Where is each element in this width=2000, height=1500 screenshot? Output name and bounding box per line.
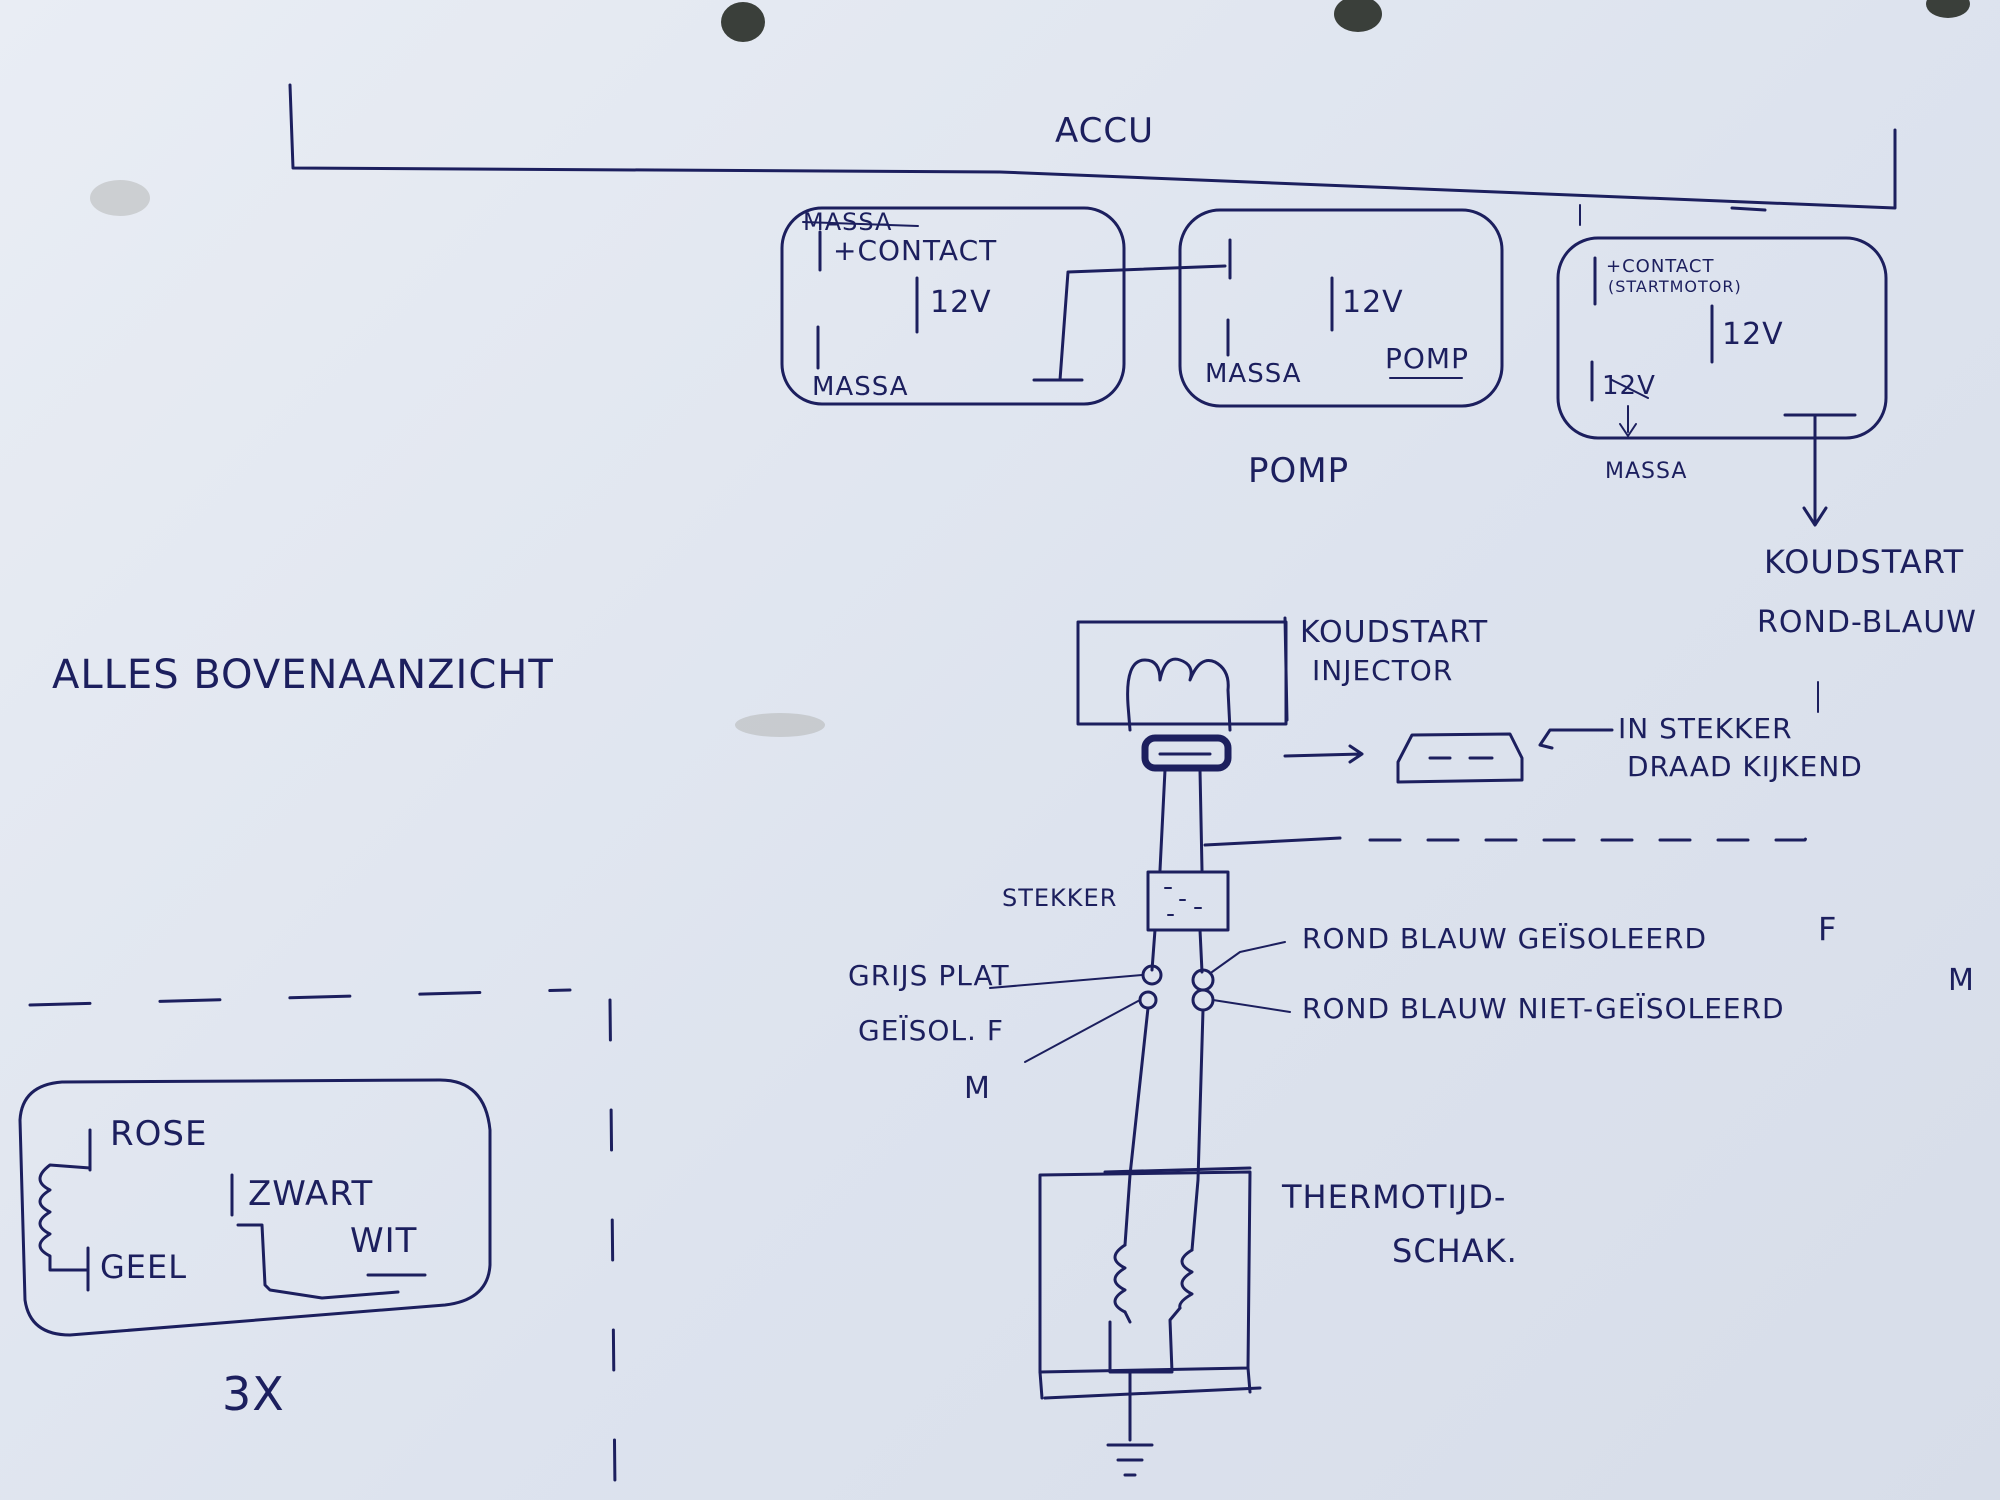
connector-blauw-m	[1191, 988, 1215, 1012]
rond-blauw-m-label: M	[1948, 963, 1975, 998]
relay-contact: MASSA +CONTACT 12V MASSA	[780, 206, 1227, 406]
pomp-caption: POMP	[1248, 451, 1349, 491]
geisol-f-label: GEÏSOL. F	[858, 1014, 1004, 1047]
injector-coil	[1126, 657, 1232, 732]
rond-blauw-right-label: ROND-BLAUW	[1757, 605, 1977, 640]
punch-hole-3	[1926, 0, 1970, 18]
stekker-box	[1146, 870, 1230, 932]
relay1-top-label: +CONTACT	[833, 234, 997, 267]
thermo-box-legs	[1038, 1366, 1252, 1400]
geisol-leader	[1024, 999, 1141, 1063]
grijs-plat-leader	[989, 974, 1143, 989]
relay3-massa-arrow	[1611, 379, 1649, 437]
left-dashed-divider	[28, 988, 572, 1007]
accu-bus-tick	[1730, 206, 1767, 212]
thermo-box-top	[1103, 1166, 1252, 1174]
strike-through	[802, 221, 919, 227]
accu-label: ACCU	[1055, 111, 1154, 151]
plug-detail-shape	[1396, 732, 1524, 784]
thermotijd-label-2: SCHAK.	[1392, 1232, 1518, 1270]
in-stekker-arrow	[1538, 728, 1614, 750]
dashed-wire-start	[1203, 836, 1342, 847]
rond-blauw-geisoleerd-label: ROND BLAUW GEÏSOLEERD	[1302, 922, 1707, 955]
relay3-coil-label: 12V	[1722, 317, 1784, 352]
relay-detail-box	[18, 1078, 492, 1337]
relay-detail-3x: ROSE GEEL ZWART WIT	[18, 1078, 492, 1337]
koudstart-right-label: KOUDSTART	[1764, 543, 1964, 581]
thermo-coil-right	[1178, 1248, 1194, 1310]
injector-box-edge	[1283, 616, 1289, 722]
relay-contact-box	[780, 206, 1126, 406]
injector-plug	[1141, 734, 1232, 772]
accu-bus-line	[288, 83, 1897, 210]
in-stekker-label-1: IN STEKKER	[1618, 712, 1793, 745]
grijs-plat-label: GRIJS PLAT	[848, 959, 1010, 992]
relay3-left-label: 12V	[1602, 371, 1656, 401]
thermo-wires	[1123, 1006, 1205, 1252]
in-stekker-label-2: DRAAD KIJKEND	[1627, 750, 1863, 783]
relay1-bottom-label: MASSA	[812, 372, 909, 402]
ground-symbol-icon	[1106, 1443, 1154, 1477]
dashed-wire	[1368, 816, 1817, 842]
relay-pomp: 12V MASSA POMP	[1178, 208, 1504, 408]
geel-label: GEEL	[100, 1248, 187, 1286]
rond-blauw-niet-label: ROND BLAUW NIET-GEÏSOLEERD	[1302, 992, 1785, 1025]
zwart-label: ZWART	[248, 1174, 373, 1214]
injector-label-2: INJECTOR	[1312, 654, 1453, 687]
thermo-box	[1038, 1170, 1252, 1374]
stekker-label: STEKKER	[1002, 884, 1117, 912]
alles-bovenaanzicht-label: ALLES BOVENAANZICHT	[52, 652, 554, 698]
plug-detail: IN STEKKER DRAAD KIJKEND	[1283, 712, 1863, 784]
relay3-top-label-2: (STARTMOTOR)	[1608, 277, 1742, 296]
rond-blauw-f-label: F	[1818, 910, 1837, 948]
vertical-dashed-divider	[608, 998, 617, 1492]
smudge-1	[90, 180, 150, 216]
thermotijd-schakelaar: THERMOTIJD- SCHAK.	[1038, 1166, 1518, 1477]
rose-label: ROSE	[110, 1114, 207, 1154]
punch-hole-1	[721, 2, 765, 42]
thermo-coil-left	[1113, 1243, 1127, 1314]
koudstart-injector: KOUDSTART INJECTOR	[1076, 615, 1488, 772]
relay2-bottom-label: MASSA	[1205, 359, 1302, 389]
smudge-2	[735, 713, 825, 737]
relay3-top-label-1: +CONTACT	[1606, 256, 1714, 277]
injector-wires	[1158, 768, 1204, 872]
injector-box	[1076, 620, 1288, 726]
wit-label: WIT	[350, 1221, 417, 1261]
thermo-box-base	[1043, 1386, 1262, 1400]
thermo-contact	[1108, 1306, 1182, 1374]
relay3-massa-label: MASSA	[1605, 459, 1687, 484]
accu-bus: ACCU	[288, 83, 1897, 226]
m-label: M	[964, 1071, 991, 1106]
relay3-output-arrow	[1783, 413, 1857, 527]
relay2-name-label: POMP	[1385, 342, 1469, 375]
blauw-m-leader	[1212, 999, 1291, 1013]
blauw-f-leader	[1211, 941, 1286, 973]
relay1-coil-label: 12V	[930, 285, 992, 320]
relay-pomp-box	[1178, 208, 1504, 408]
stekker-dots	[1164, 887, 1202, 916]
relay2-coil-label: 12V	[1342, 285, 1404, 320]
relay-koudstart: +CONTACT (STARTMOTOR) 12V 12V MASSA	[1556, 236, 1888, 527]
plug-detail-arrow	[1283, 744, 1364, 764]
relay-koudstart-box	[1556, 236, 1888, 440]
relay-detail-coil-icon	[38, 1163, 92, 1272]
relay-detail-switch-wire	[236, 1223, 400, 1300]
connector-grijs-m	[1138, 990, 1158, 1010]
stekker-lower-wires	[1150, 928, 1204, 974]
relay1-to-relay2-wire	[1032, 264, 1227, 382]
thermotijd-label-1: THERMOTIJD-	[1281, 1178, 1506, 1216]
injector-label-1: KOUDSTART	[1300, 615, 1488, 650]
punch-hole-2	[1334, 0, 1382, 32]
times-label: 3X	[222, 1367, 285, 1421]
